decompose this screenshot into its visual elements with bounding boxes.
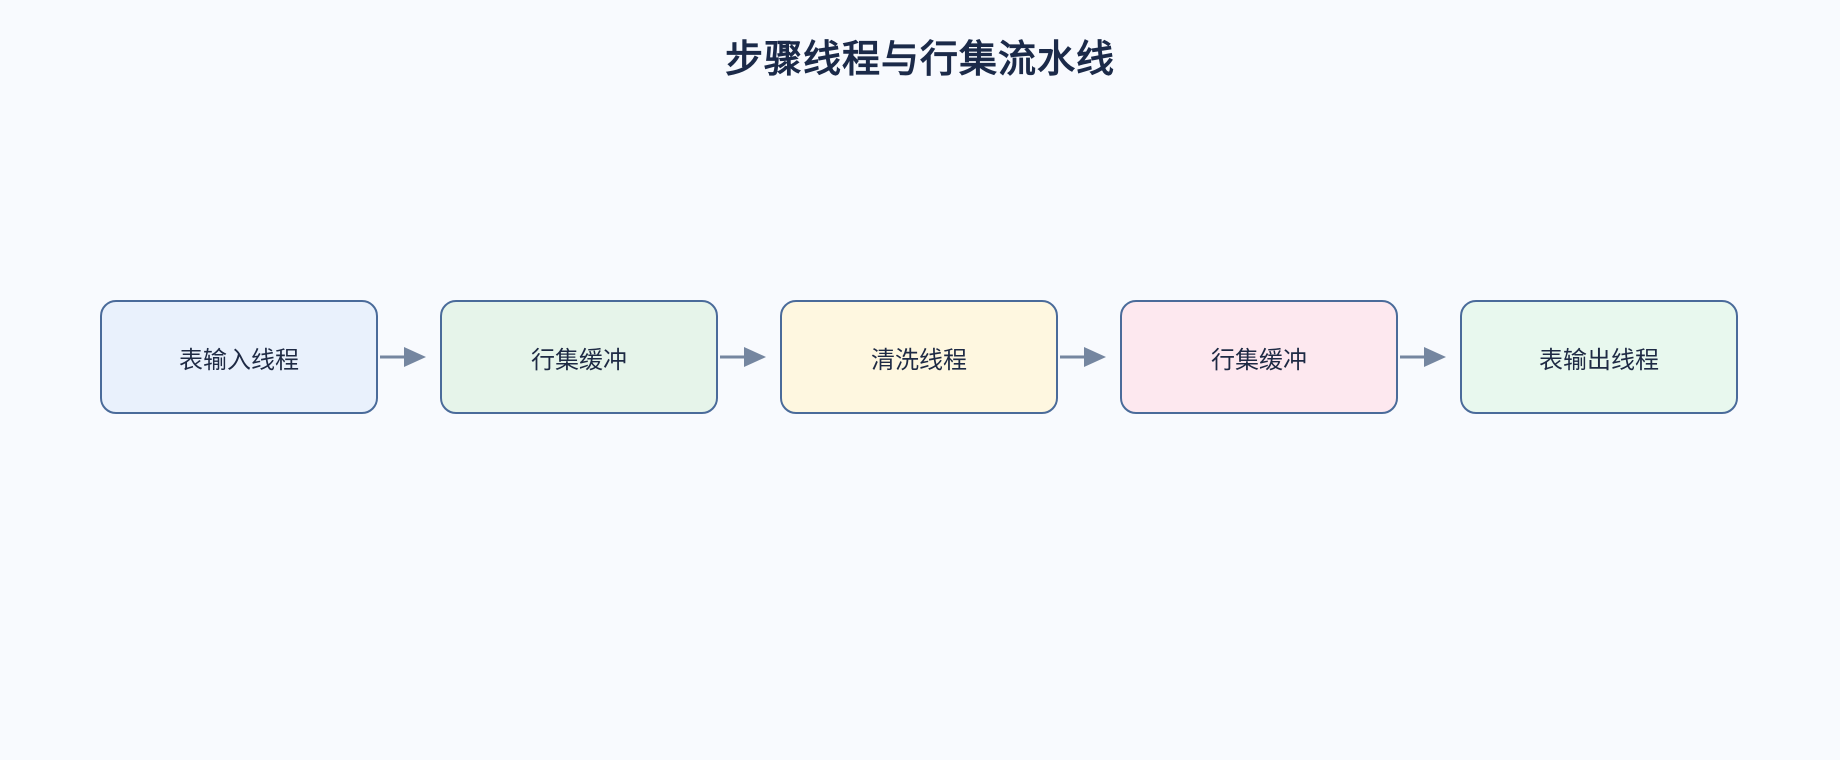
node-label: 清洗线程: [871, 345, 967, 374]
arrow-right-icon: [380, 347, 426, 367]
arrow-right-icon: [720, 347, 766, 367]
node-cleaning-thread: 清洗线程: [780, 300, 1058, 414]
diagram-title: 步骤线程与行集流水线: [724, 37, 1115, 81]
node-rowset-buffer-1: 行集缓冲: [440, 300, 718, 414]
node-label: 行集缓冲: [1211, 345, 1307, 374]
arrow-right-icon: [1060, 347, 1106, 367]
node-rowset-buffer-2: 行集缓冲: [1120, 300, 1398, 414]
node-label: 行集缓冲: [531, 345, 627, 374]
node-label: 表输出线程: [1539, 345, 1659, 374]
node-table-output-thread: 表输出线程: [1460, 300, 1738, 414]
node-table-input-thread: 表输入线程: [100, 300, 378, 414]
arrow-right-icon: [1400, 347, 1446, 367]
pipeline-flow: 表输入线程 行集缓冲 清洗线程 行集缓冲 表输出线程: [0, 300, 1840, 416]
node-label: 表输入线程: [179, 345, 299, 374]
